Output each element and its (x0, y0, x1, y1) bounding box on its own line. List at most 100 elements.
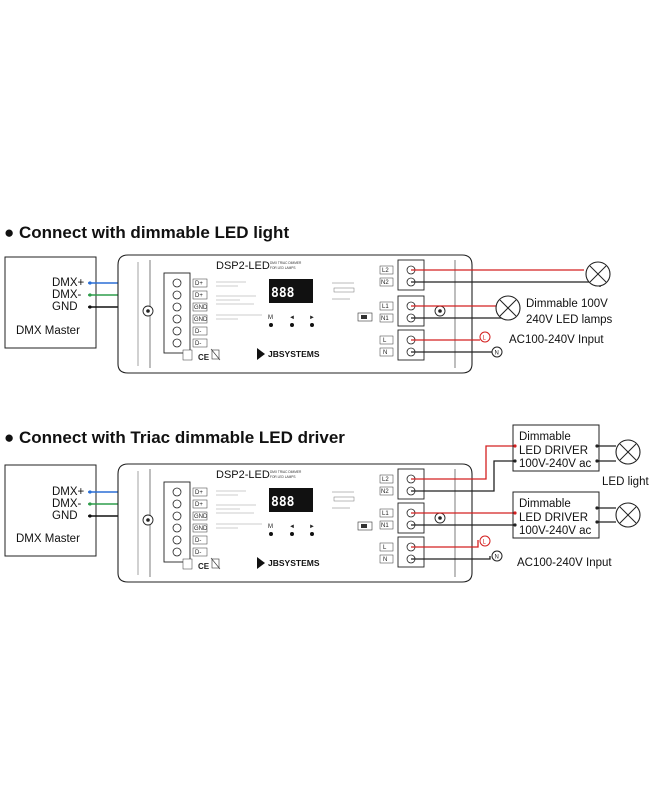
svg-text:►: ► (309, 315, 315, 321)
svg-text:L: L (383, 545, 387, 551)
device-subtitle-1: DMX TRIAC DIMMER (270, 470, 302, 474)
brand-logo: JBSYSTEMS (257, 348, 320, 360)
svg-text:D-: D- (195, 341, 201, 347)
svg-text:N: N (495, 351, 499, 357)
display-digits: 888 (271, 495, 295, 510)
brand-logo: JBSYSTEMS (257, 557, 320, 569)
section-1: ● Connect with dimmable LED light DMX Ma… (4, 223, 613, 374)
gnd-label: GND (52, 510, 78, 522)
neutral-marker: N (491, 346, 503, 358)
output-terminal-labels: L2 N2 L1 N1 L N (379, 474, 394, 564)
dot (88, 281, 92, 285)
dmx-plus-label: DMX+ (52, 486, 85, 498)
lamp-label-line2: 240V LED lamps (526, 314, 613, 326)
svg-text:D+: D+ (195, 490, 203, 496)
rohs-mark (182, 558, 193, 570)
svg-text:D+: D+ (195, 293, 203, 299)
down-button (290, 323, 294, 327)
weee-icon (210, 557, 221, 570)
device-subtitle-2: FOR LED LAMPS (270, 475, 296, 479)
lamp-1-icon (585, 261, 611, 287)
dimmer-device: D+ D+ GND GND D- D- DSP2-LED DMX TRIAC D… (117, 254, 473, 374)
m-button-label: M (268, 315, 273, 321)
led-display (269, 488, 313, 512)
dmx-terminal-labels: D+ D+ GND GND D- D- (192, 278, 208, 348)
dmx-plus-label: DMX+ (52, 277, 85, 289)
svg-text:L1: L1 (382, 304, 389, 310)
driver-1-line2: LED DRIVER (519, 445, 588, 457)
m-button-label: M (268, 524, 273, 530)
svg-text:L: L (483, 336, 487, 342)
usb-icon (357, 312, 373, 322)
output-wires (411, 445, 616, 560)
section-1-title: ● Connect with dimmable LED light (4, 223, 289, 242)
svg-text:N: N (383, 557, 387, 563)
spec-text (216, 490, 262, 529)
dmx-master-label: DMX Master (16, 533, 80, 545)
svg-text:◄: ◄ (289, 315, 295, 321)
output-terminal-labels: L2 N2 L1 N1 L N (379, 265, 394, 357)
svg-text:GND: GND (194, 305, 208, 311)
driver-2-line2: LED DRIVER (519, 512, 588, 524)
usb-icon (357, 521, 373, 531)
driver-2-line1: Dimmable (519, 498, 571, 510)
device-subtitle-2: FOR LED LAMPS (270, 266, 296, 270)
led-driver-2: Dimmable LED DRIVER 100V-240V ac (512, 491, 600, 539)
dot (88, 293, 92, 297)
svg-text:N: N (495, 555, 499, 561)
svg-text:JBSYSTEMS: JBSYSTEMS (268, 349, 320, 359)
input-label: AC100-240V Input (517, 557, 612, 569)
svg-text:GND: GND (194, 514, 208, 520)
dmx-terminal-labels: D+ D+ GND GND D- D- (192, 487, 208, 557)
svg-text:◄: ◄ (289, 524, 295, 530)
driver-1-line3: 100V-240V ac (519, 458, 592, 470)
svg-text:D-: D- (195, 329, 201, 335)
dmx-master-box (4, 464, 97, 557)
dmx-terminal-screws (172, 487, 182, 557)
weee-icon (210, 348, 221, 361)
lamp-1-icon (615, 439, 641, 465)
up-button (310, 532, 314, 536)
phase-marker: L (479, 535, 491, 547)
dimmer-device: D+ D+ GND GND D- D- DSP2-LED DMX TRIAC D… (117, 463, 473, 583)
m-button (269, 323, 273, 327)
svg-text:L2: L2 (382, 477, 389, 483)
ce-mark: CE (198, 562, 210, 571)
led-driver-1: Dimmable LED DRIVER 100V-240V ac (512, 424, 600, 472)
device-model: DSP2-LED (216, 469, 270, 481)
phase-marker: L (479, 331, 491, 343)
m-button (269, 532, 273, 536)
dmx-master-box (4, 256, 97, 349)
svg-text:N2: N2 (381, 489, 389, 495)
up-button (310, 323, 314, 327)
section-2: ● Connect with Triac dimmable LED driver… (4, 424, 649, 583)
device-subtitle-1: DMX TRIAC DIMMER (270, 261, 302, 265)
svg-text:N2: N2 (381, 280, 389, 286)
spec-text (216, 281, 262, 320)
display-digits: 888 (271, 286, 295, 301)
driver-1-line1: Dimmable (519, 431, 571, 443)
lamp-label-line1: Dimmable 100V (526, 298, 608, 310)
device-model: DSP2-LED (216, 260, 270, 272)
neutral-marker: N (491, 550, 503, 562)
svg-text:L1: L1 (382, 511, 389, 517)
svg-text:N1: N1 (381, 523, 389, 529)
dmx-terminal-screws (172, 278, 182, 348)
driver-2-line3: 100V-240V ac (519, 525, 592, 537)
gnd-label: GND (52, 301, 78, 313)
dot (88, 305, 92, 309)
down-button (290, 532, 294, 536)
wire-strip-gauge (332, 282, 355, 300)
dmx-master-label: DMX Master (16, 325, 80, 337)
ce-mark: CE (198, 353, 210, 362)
section-2-title: ● Connect with Triac dimmable LED driver (4, 428, 345, 447)
rohs-mark (182, 349, 193, 361)
svg-text:JBSYSTEMS: JBSYSTEMS (268, 558, 320, 568)
input-label: AC100-240V Input (509, 334, 604, 346)
lamp-2-icon (495, 295, 521, 321)
svg-text:►: ► (309, 524, 315, 530)
svg-text:N: N (383, 350, 387, 356)
svg-text:L: L (383, 338, 387, 344)
svg-text:D+: D+ (195, 502, 203, 508)
